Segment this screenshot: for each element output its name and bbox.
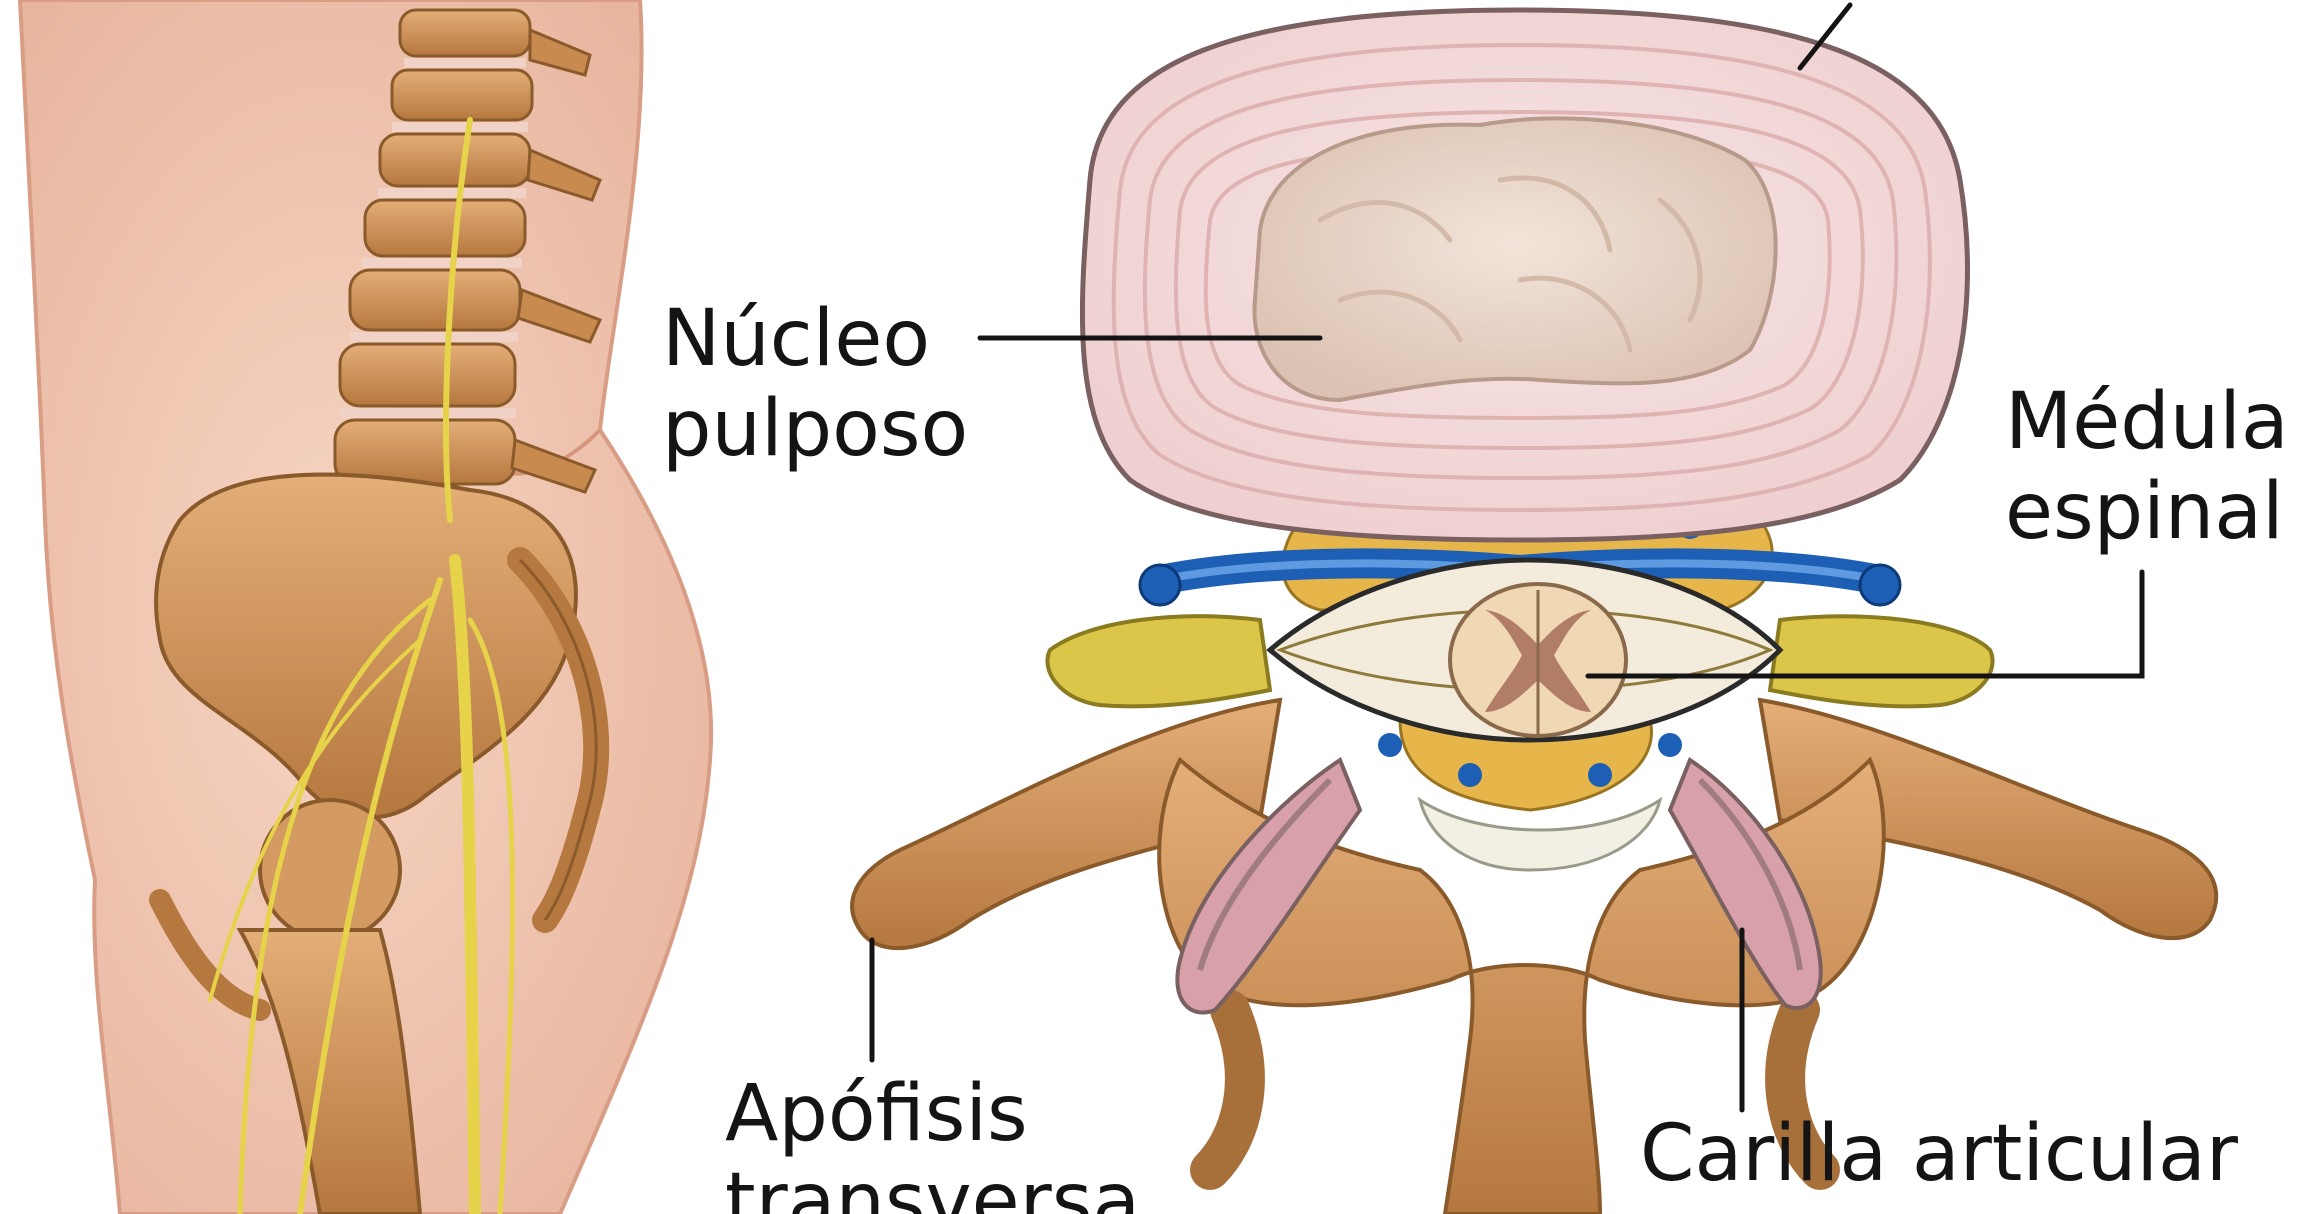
label-nucleus-line1: Núcleo <box>662 294 930 384</box>
label-facet: Carilla articular <box>1640 1109 2239 1199</box>
label-transverse-line2: transversa <box>725 1157 1140 1214</box>
body-side-view <box>20 0 711 1214</box>
label-spinal-cord-line2: espinal <box>2005 467 2284 557</box>
spinal-cord <box>1450 584 1626 736</box>
label-spinal-cord-line1: Médula <box>2005 377 2289 467</box>
label-nucleus-line2: pulposo <box>662 384 968 474</box>
label-transverse-line1: Apófisis <box>725 1069 1028 1159</box>
intervertebral-disc <box>1082 10 1967 540</box>
vertebra-cross-section <box>852 10 2216 1214</box>
